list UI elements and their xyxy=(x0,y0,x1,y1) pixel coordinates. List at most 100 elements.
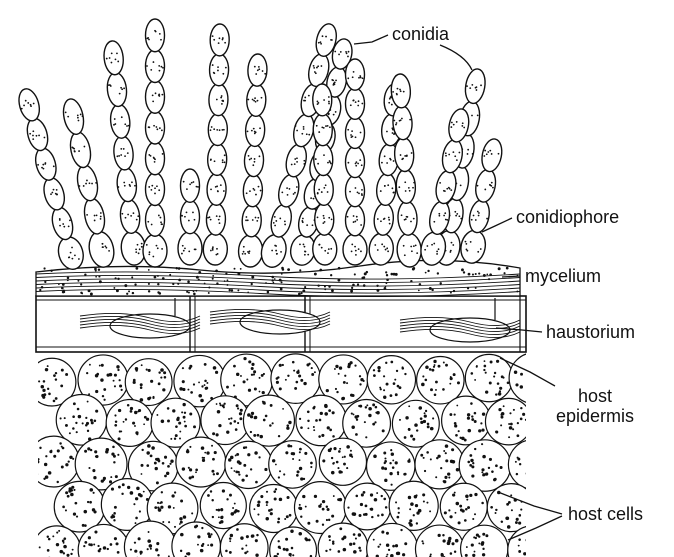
cytoplasm-dot xyxy=(435,389,437,391)
cytoplasm-dot xyxy=(187,389,189,391)
cytoplasm-dot xyxy=(326,505,328,507)
cytoplasm-dot xyxy=(314,371,316,373)
cytoplasm-dot xyxy=(113,519,115,521)
cytoplasm-dot xyxy=(541,451,543,453)
cytoplasm-dot xyxy=(143,491,145,493)
cytoplasm-dot xyxy=(563,426,565,428)
cytoplasm-dot xyxy=(408,522,411,525)
cytoplasm-dot xyxy=(107,548,109,550)
host-cell xyxy=(440,483,487,530)
cytoplasm-dot xyxy=(183,515,186,518)
cytoplasm-dot xyxy=(333,447,336,450)
cytoplasm-dot xyxy=(376,492,378,494)
conidiophore-base-cell xyxy=(258,232,289,270)
cytoplasm-dot xyxy=(121,389,123,391)
cytoplasm-dot xyxy=(368,414,371,417)
cytoplasm-dot xyxy=(555,426,557,428)
cytoplasm-dot xyxy=(302,495,305,498)
cytoplasm-dot xyxy=(115,475,118,478)
cytoplasm-dot xyxy=(149,544,153,548)
cytoplasm-dot xyxy=(83,545,85,547)
cytoplasm-dot xyxy=(518,538,521,541)
cytoplasm-dot xyxy=(377,366,380,369)
cytoplasm-dot xyxy=(359,549,361,551)
cytoplasm-dot xyxy=(313,426,315,428)
cytoplasm-dot xyxy=(135,522,137,524)
cytoplasm-dot xyxy=(386,543,389,546)
cytoplasm-dot xyxy=(469,454,472,457)
cytoplasm-dot xyxy=(408,496,411,499)
cytoplasm-dot xyxy=(465,495,469,499)
cytoplasm-dot xyxy=(86,422,89,425)
cytoplasm-dot xyxy=(102,395,104,397)
cytoplasm-dot xyxy=(453,373,456,376)
cytoplasm-dot xyxy=(510,423,513,426)
cytoplasm-dot xyxy=(450,377,453,380)
cytoplasm-dot xyxy=(353,542,356,545)
cytoplasm-dot xyxy=(299,418,301,420)
cytoplasm-dot xyxy=(63,537,66,540)
cytoplasm-dot xyxy=(216,433,219,436)
cytoplasm-dot xyxy=(230,417,232,419)
cytoplasm-dot xyxy=(292,458,294,460)
cytoplasm-dot xyxy=(563,494,566,497)
cytoplasm-dot xyxy=(381,466,384,469)
cytoplasm-dot xyxy=(386,532,389,535)
host-cell xyxy=(417,357,464,404)
cytoplasm-dot xyxy=(528,395,531,398)
cytoplasm-dot xyxy=(56,543,59,546)
cytoplasm-dot xyxy=(539,370,541,372)
cytoplasm-dot xyxy=(42,389,45,392)
cytoplasm-dot xyxy=(70,493,74,497)
cytoplasm-dot xyxy=(270,508,272,510)
cytoplasm-dot xyxy=(72,549,74,551)
cytoplasm-dot xyxy=(327,426,330,429)
cytoplasm-dot xyxy=(256,534,258,536)
cytoplasm-dot xyxy=(180,550,182,552)
host-epidermis-label: host epidermis xyxy=(556,386,634,426)
cytoplasm-dot xyxy=(516,473,518,475)
conidium xyxy=(395,169,416,204)
cytoplasm-dot xyxy=(195,468,198,471)
cytoplasm-dot xyxy=(471,474,474,477)
cytoplasm-dot xyxy=(217,410,221,414)
cytoplasm-dot xyxy=(454,414,456,416)
cytoplasm-dot xyxy=(528,508,530,510)
cytoplasm-dot xyxy=(563,437,565,439)
cytoplasm-dot xyxy=(87,447,90,450)
cytoplasm-dot xyxy=(383,452,386,455)
cytoplasm-dot xyxy=(435,476,437,478)
cytoplasm-dot xyxy=(189,446,191,448)
cytoplasm-dot xyxy=(413,514,415,516)
cytoplasm-dot xyxy=(471,372,474,375)
cytoplasm-dot xyxy=(454,492,456,494)
conidiophore-base-cell xyxy=(368,232,395,266)
cytoplasm-dot xyxy=(61,466,64,469)
cytoplasm-dot xyxy=(93,492,95,494)
cytoplasm-dot xyxy=(329,539,331,541)
cytoplasm-dot xyxy=(134,542,136,544)
cytoplasm-dot xyxy=(103,399,105,401)
cytoplasm-dot xyxy=(298,374,301,377)
cytoplasm-dot xyxy=(157,554,159,556)
cytoplasm-dot xyxy=(459,505,462,508)
mycelium-label: mycelium xyxy=(525,267,601,285)
cytoplasm-dot xyxy=(260,435,263,438)
conidiophore-base-cell xyxy=(86,229,117,269)
cytoplasm-dot xyxy=(275,488,277,490)
cytoplasm-dot xyxy=(435,381,438,384)
cytoplasm-dot xyxy=(338,373,340,375)
cytoplasm-dot xyxy=(94,450,97,453)
cytoplasm-dot xyxy=(373,374,376,377)
cytoplasm-dot xyxy=(480,422,482,424)
conidiophore-base-cell xyxy=(178,232,202,265)
cytoplasm-dot xyxy=(149,396,152,399)
conidium xyxy=(112,135,134,171)
cytoplasm-dot xyxy=(538,445,540,447)
cytoplasm-dot xyxy=(542,466,545,469)
cytoplasm-dot xyxy=(322,459,325,462)
cytoplasm-dot xyxy=(442,534,444,536)
cytoplasm-dot xyxy=(515,521,518,524)
cytoplasm-dot xyxy=(471,543,474,546)
cytoplasm-dot xyxy=(369,508,371,510)
